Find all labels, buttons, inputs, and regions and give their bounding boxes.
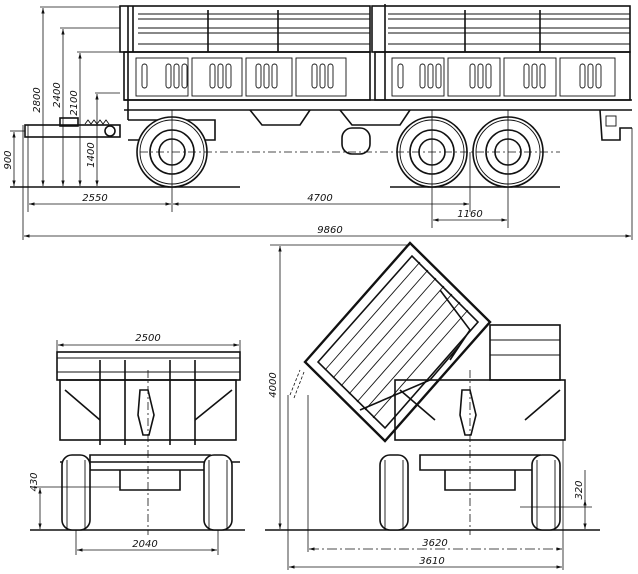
rear-view-left-wheel [61, 454, 91, 531]
dim-320: 320 [574, 480, 585, 499]
dim-2500: 2500 [135, 333, 160, 344]
dim-3620: 3620 [422, 538, 447, 549]
rear-view-right-wheel [203, 454, 233, 531]
tipping-view: 4000 320 3620 3610 [265, 241, 600, 570]
dim-2100: 2100 [69, 90, 80, 115]
drawbar [24, 117, 121, 138]
dim-900: 900 [3, 150, 14, 169]
dim-430: 430 [29, 472, 40, 491]
side-dimensions: 2800 2400 2100 1400 900 2550 4700 1160 9… [3, 6, 633, 240]
side-panel-slots [135, 57, 616, 97]
dim-4000: 4000 [268, 372, 279, 397]
front-body [119, 5, 632, 120]
dim-1400: 1400 [86, 142, 97, 167]
dim-9860: 9860 [317, 225, 342, 236]
dim-4700: 4700 [307, 193, 332, 204]
rear-body [371, 4, 631, 101]
tipping-left-wheel [379, 454, 409, 531]
dim-2550: 2550 [82, 193, 107, 204]
chassis-frame [249, 109, 632, 155]
dim-1160: 1160 [457, 209, 482, 220]
rear-view: 2500 430 2040 [29, 333, 245, 555]
tipped-body [303, 241, 492, 443]
dim-3610: 3610 [419, 556, 444, 567]
tipping-right-wheel [531, 454, 561, 531]
dim-2400: 2400 [52, 82, 63, 107]
dim-2800: 2800 [32, 87, 43, 112]
side-view: 2800 2400 2100 1400 900 2550 4700 1160 9… [3, 4, 633, 240]
dim-2040: 2040 [132, 539, 157, 550]
